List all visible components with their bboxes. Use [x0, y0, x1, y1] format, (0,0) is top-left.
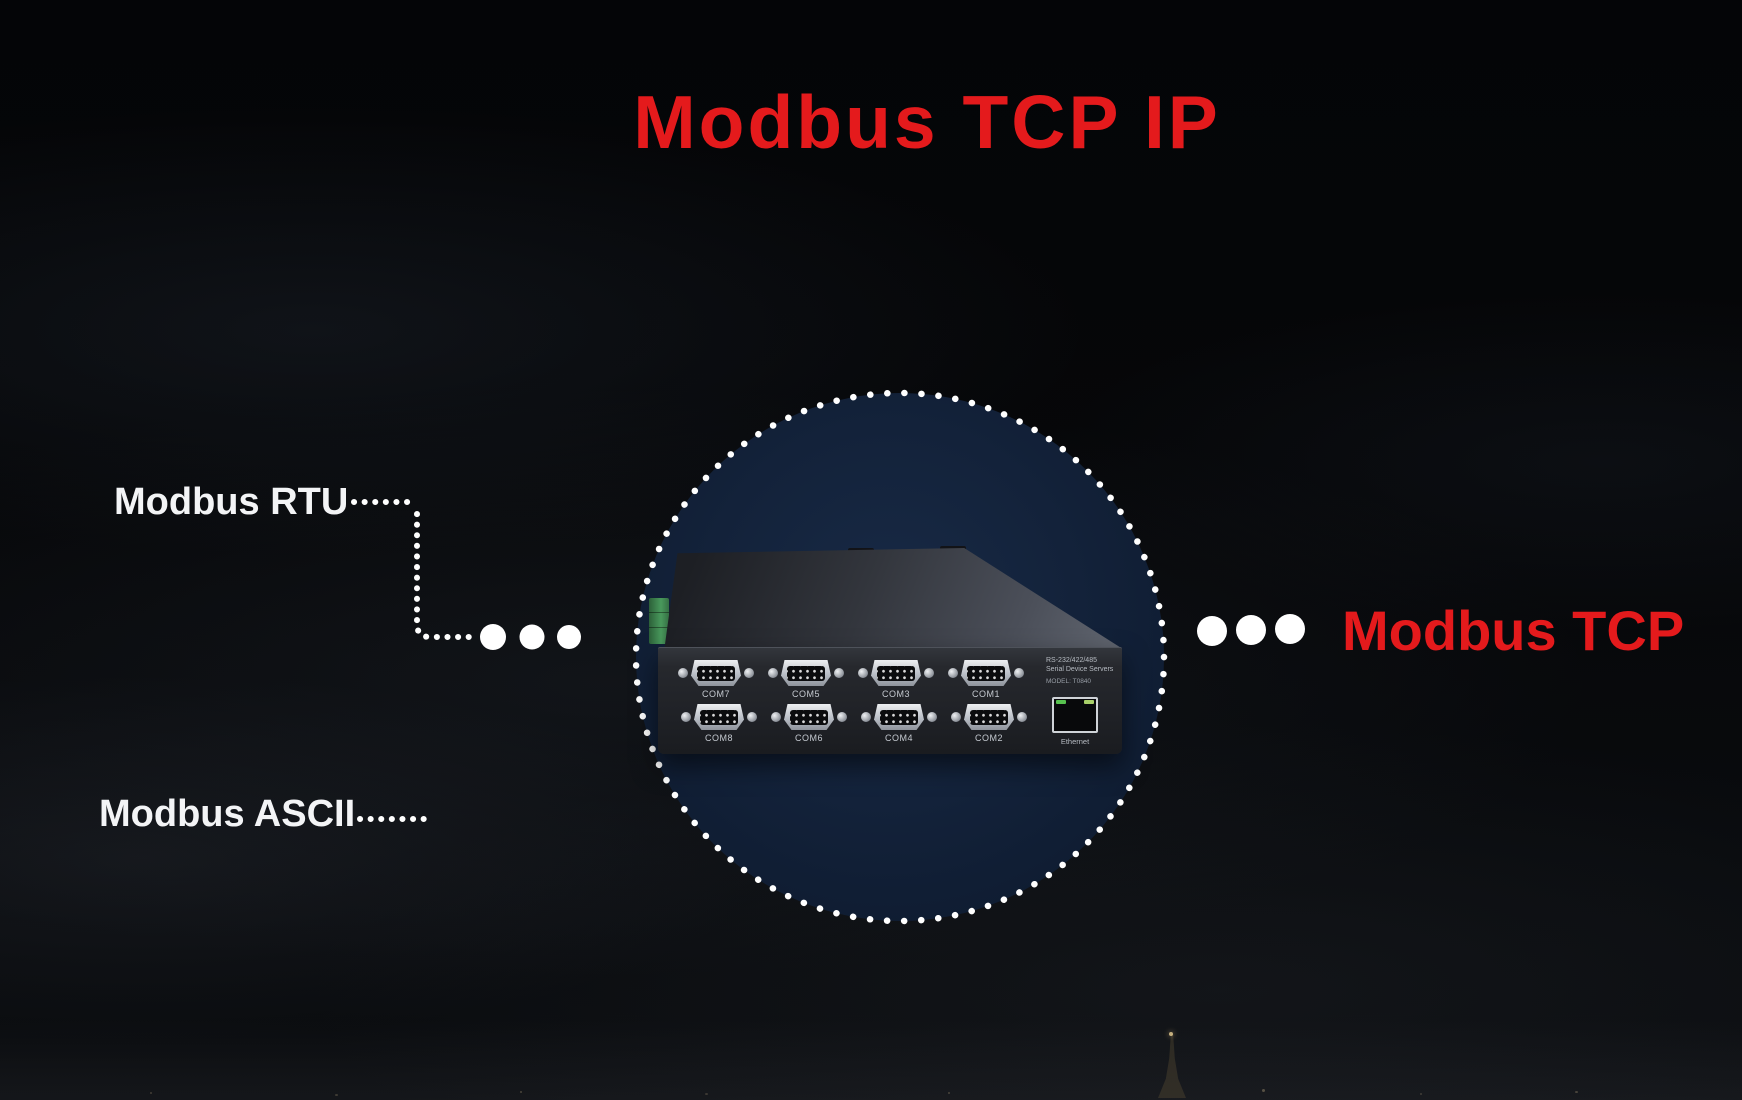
db9-connector	[781, 660, 831, 686]
rtu-big-dot	[557, 625, 581, 649]
serial-port: COM4	[857, 703, 941, 743]
tcp-big-dot	[1197, 616, 1227, 646]
db9-connector	[964, 704, 1014, 730]
thumbscrew-nut	[771, 712, 781, 722]
ethernet-led-icon	[1056, 700, 1066, 704]
port-label: COM3	[881, 689, 910, 699]
city-light	[335, 1094, 338, 1096]
city-light	[520, 1091, 522, 1093]
label-modbus-tcp: Modbus TCP	[1342, 599, 1685, 662]
ethernet-label: Ethernet	[1060, 737, 1090, 746]
port-label: COM5	[791, 689, 820, 699]
device-model-text: RS-232/422/485 Serial Device Servers MOD…	[1046, 657, 1120, 685]
thumbscrew-nut	[951, 712, 961, 722]
tcp-big-dot	[1275, 614, 1305, 644]
panel-text-line1: RS-232/422/485	[1046, 657, 1097, 664]
db9-pins	[787, 665, 825, 681]
thumbscrew-nut	[858, 668, 868, 678]
page-title: Modbus TCP IP	[633, 80, 1221, 164]
db9-pins	[967, 665, 1005, 681]
label-modbus-ascii: Modbus ASCII	[99, 793, 356, 835]
db9-pins	[880, 709, 918, 725]
thumbscrew-nut	[834, 668, 844, 678]
thumbscrew-nut	[924, 668, 934, 678]
thumbscrew-nut	[927, 712, 937, 722]
thumbscrew-nut	[861, 712, 871, 722]
panel-text-line2: Serial Device Servers	[1046, 665, 1114, 673]
port-label: COM8	[704, 733, 733, 743]
thumbscrew-nut	[747, 712, 757, 722]
ethernet-port	[1052, 697, 1098, 733]
label-modbus-rtu: Modbus RTU	[114, 481, 349, 523]
terminal-block	[649, 598, 669, 644]
thumbscrew-nut	[1017, 712, 1027, 722]
db9-pins	[700, 709, 738, 725]
ethernet-led-icon	[1084, 700, 1094, 704]
thumbscrew-nut	[678, 668, 688, 678]
rtu-big-dot	[519, 624, 545, 650]
rtu-dotted-elbow	[414, 511, 477, 640]
db9-connector	[691, 660, 741, 686]
db9-connector	[874, 704, 924, 730]
serial-port: COM3	[854, 659, 938, 699]
db9-connector	[871, 660, 921, 686]
city-light	[1575, 1091, 1578, 1093]
city-skyline	[0, 1020, 1742, 1100]
serial-port: COM1	[944, 659, 1028, 699]
thumbscrew-nut	[681, 712, 691, 722]
db9-pins	[970, 709, 1008, 725]
db9-connector	[784, 704, 834, 730]
thumbscrew-nut	[1014, 668, 1024, 678]
port-label: COM6	[794, 733, 823, 743]
tcp-big-dot	[1236, 615, 1266, 645]
db9-connector	[961, 660, 1011, 686]
serial-port: COM5	[764, 659, 848, 699]
city-light	[150, 1092, 152, 1094]
thumbscrew-nut	[744, 668, 754, 678]
serial-port: COM7	[674, 659, 758, 699]
city-light	[1262, 1089, 1265, 1092]
thumbscrew-nut	[768, 668, 778, 678]
serial-device-server: COM7 COM5 COM3 COM1 COM8 COM6 COM4	[649, 546, 1122, 754]
rtu-big-dot	[480, 624, 506, 650]
serial-port: COM8	[677, 703, 761, 743]
device-top-face	[664, 548, 1122, 648]
db9-connector	[694, 704, 744, 730]
panel-text-line3: MODEL: T0840	[1046, 678, 1092, 685]
port-label: COM1	[971, 689, 1000, 699]
city-light	[1420, 1093, 1422, 1095]
serial-port: COM2	[947, 703, 1031, 743]
city-light	[948, 1092, 950, 1094]
city-light	[705, 1093, 708, 1095]
port-label: COM7	[701, 689, 730, 699]
port-label: COM4	[884, 733, 913, 743]
db9-pins	[877, 665, 915, 681]
thumbscrew-nut	[948, 668, 958, 678]
tower-light	[1169, 1032, 1173, 1036]
thumbscrew-nut	[837, 712, 847, 722]
db9-pins	[697, 665, 735, 681]
serial-port: COM6	[767, 703, 851, 743]
db9-pins	[790, 709, 828, 725]
port-label: COM2	[974, 733, 1003, 743]
